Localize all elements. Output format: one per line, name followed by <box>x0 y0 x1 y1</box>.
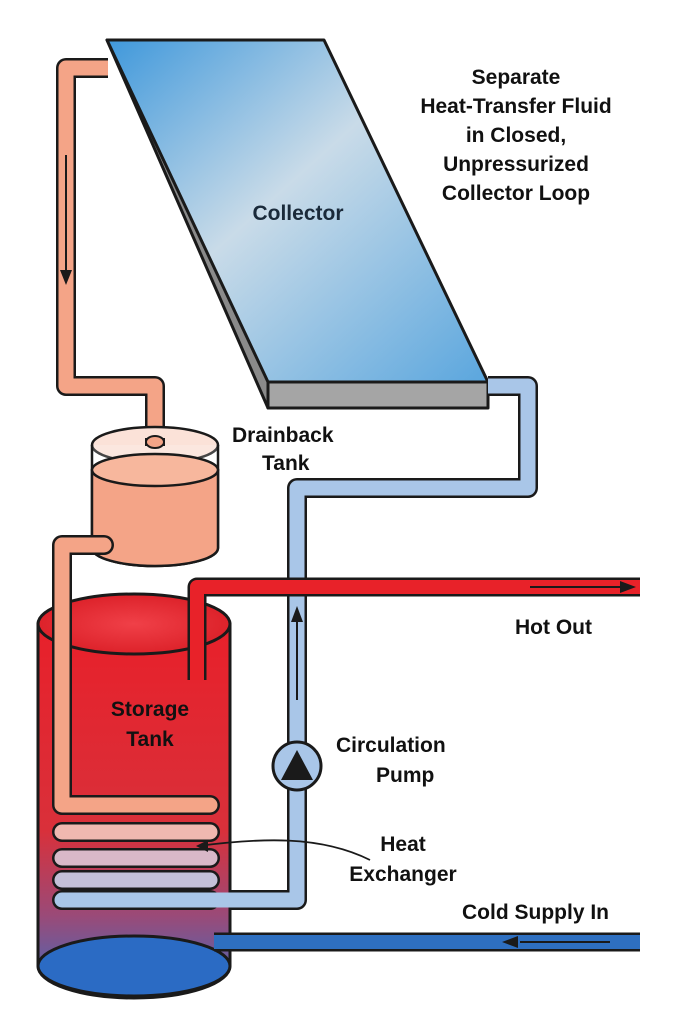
drainback-label-line-1: Drainback <box>232 424 334 447</box>
pump-label-line-1: Circulation <box>336 734 446 757</box>
heat-exchanger-pointer <box>197 839 371 861</box>
storage-tank-bottom <box>36 934 232 998</box>
title-line-1: Separate <box>472 66 561 89</box>
drainback-tank <box>90 425 220 568</box>
collector-label: Collector <box>252 202 343 225</box>
title-line-4: Unpressurized <box>443 153 589 176</box>
storage-tank-label-line-2: Tank <box>126 728 174 751</box>
heat-exchanger-label-line-2: Exchanger <box>349 863 456 886</box>
hot-out-arrow-head <box>620 581 636 593</box>
pump-triangle-icon <box>281 750 313 780</box>
collector-bottom-edge <box>266 380 490 410</box>
hot-fluid-pipe <box>56 58 165 438</box>
cold-supply-label: Cold Supply In <box>462 901 609 924</box>
collector-panel <box>105 38 490 410</box>
hot-water-pipe <box>187 577 640 680</box>
cold-in-arrow-head <box>502 936 518 948</box>
title-line-5: Collector Loop <box>442 182 590 205</box>
heat-exchanger-coil <box>52 822 297 910</box>
pump-label-line-2: Pump <box>376 764 434 787</box>
storage-tank-top <box>36 592 232 656</box>
circulation-pump <box>271 740 323 792</box>
heat-exchanger-pointer-head <box>196 840 208 852</box>
cold-water-pipe <box>214 932 640 952</box>
title-line-2: Heat-Transfer Fluid <box>420 95 611 118</box>
drainback-to-exchanger-pipe <box>52 535 220 815</box>
flow-arrow-up-head <box>291 606 303 622</box>
title-line-3: in Closed, <box>466 124 566 147</box>
drainback-label-line-2: Tank <box>262 452 310 475</box>
storage-tank-label-line-1: Storage <box>111 698 189 721</box>
hot-out-label: Hot Out <box>515 616 592 639</box>
heat-exchanger-label-line-1: Heat <box>380 833 426 856</box>
flow-arrow-down-head <box>60 270 72 285</box>
